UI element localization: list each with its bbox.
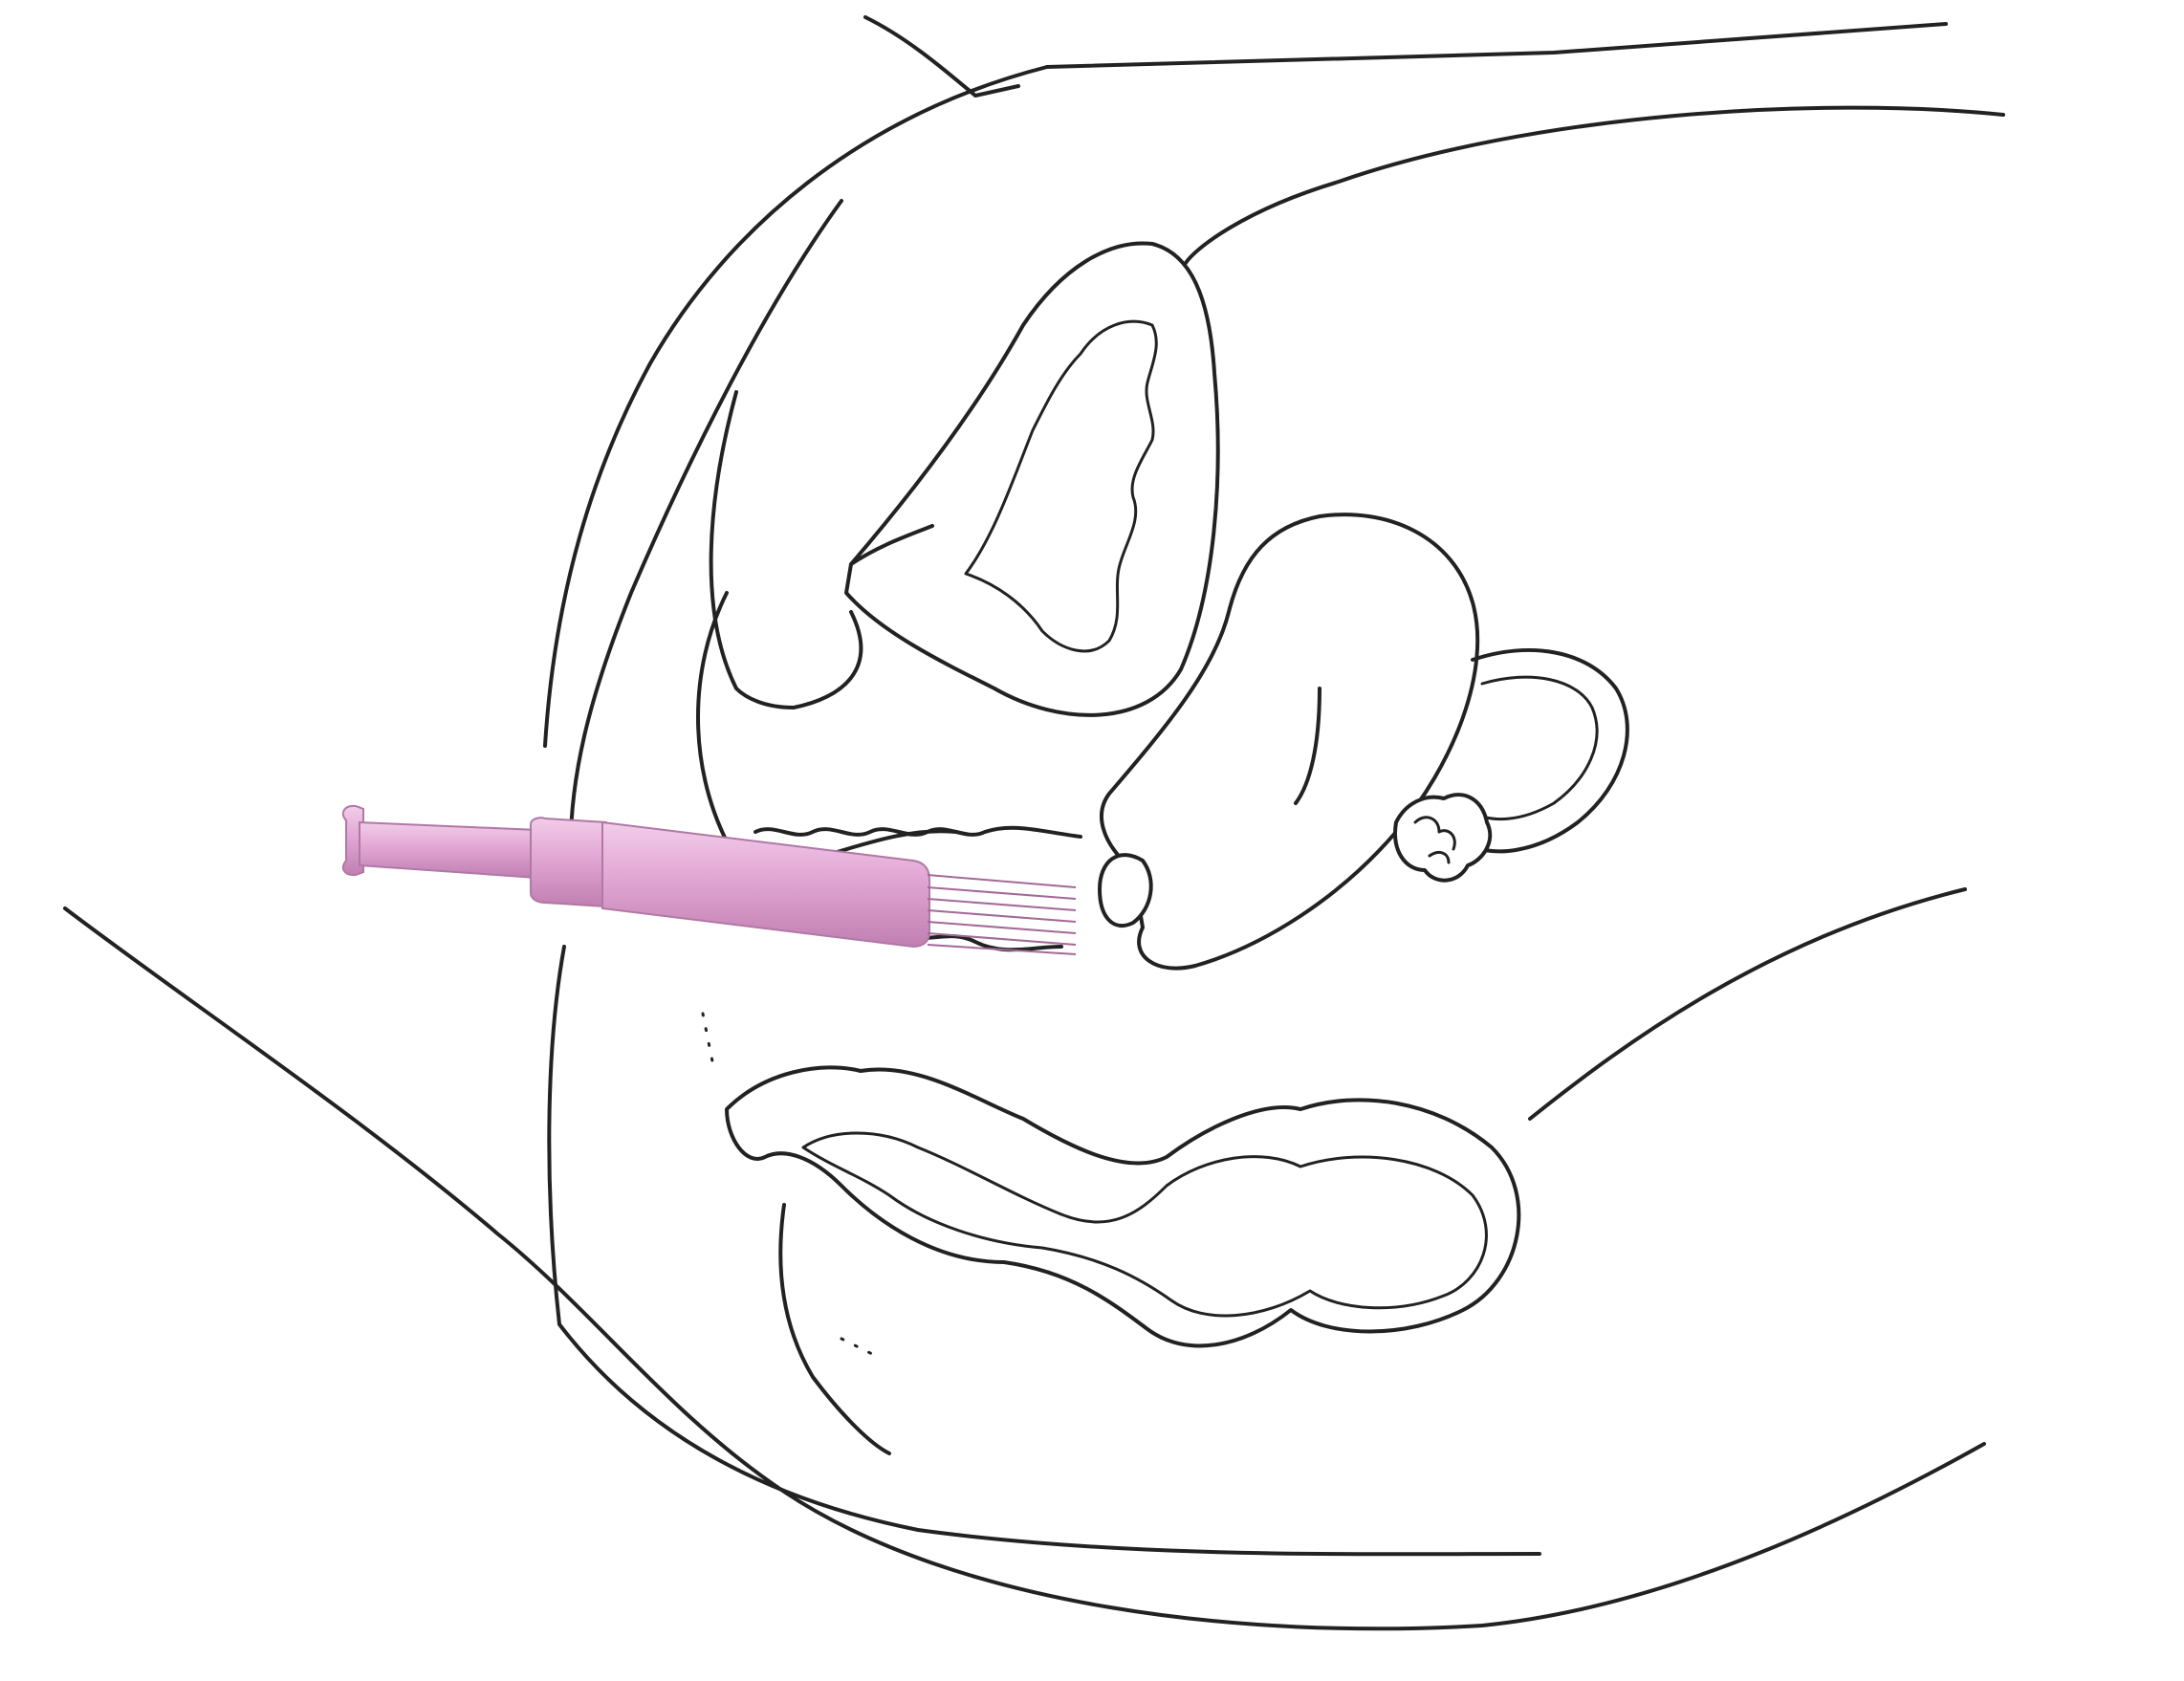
uterus-cavity bbox=[1294, 687, 1321, 805]
bladder-neck-dark bbox=[849, 524, 934, 566]
anterior-inner-curve bbox=[568, 199, 843, 882]
sampling-device bbox=[341, 804, 1077, 955]
vaginal-anterior-contour bbox=[709, 390, 863, 710]
abdominal-wall-lower-line bbox=[543, 65, 1049, 748]
vaginal-upper-wall bbox=[753, 825, 1082, 839]
needle-7 bbox=[927, 944, 1077, 955]
pubic-dark-edge bbox=[863, 15, 1020, 98]
uterus bbox=[1098, 513, 1480, 971]
uterus-body bbox=[1100, 513, 1480, 971]
device-needles bbox=[927, 874, 1077, 955]
needle-6 bbox=[927, 932, 1077, 946]
rectum-inner-lumen bbox=[801, 1131, 1488, 1318]
buttock-outer-line bbox=[63, 906, 1986, 1631]
fallopian-tube-inner bbox=[1471, 675, 1599, 821]
anal-canal bbox=[778, 1203, 891, 1455]
abdominal-wall-upper-line bbox=[1045, 22, 1948, 69]
ovary bbox=[1393, 793, 1493, 883]
device-handle-cap bbox=[341, 804, 364, 877]
rectum bbox=[701, 1012, 1521, 1455]
device-collar bbox=[530, 817, 607, 908]
device-handle bbox=[359, 820, 538, 880]
cervix bbox=[1098, 853, 1153, 928]
needle-5 bbox=[927, 921, 1077, 934]
adnexa bbox=[1393, 648, 1629, 883]
bladder bbox=[844, 241, 1220, 717]
device-barrel bbox=[601, 820, 930, 949]
posterior-wall-line bbox=[1528, 887, 1967, 1121]
bladder-inner-lumen bbox=[964, 319, 1158, 653]
needle-1 bbox=[927, 874, 1077, 888]
ovary-texture bbox=[1413, 816, 1456, 864]
needle-2 bbox=[927, 886, 1077, 900]
needle-4 bbox=[927, 909, 1077, 923]
bladder-outer bbox=[844, 241, 1220, 717]
body-outline bbox=[63, 15, 2005, 1631]
perineum-line bbox=[547, 945, 1541, 1557]
peritoneum-upper-line bbox=[1184, 105, 2005, 265]
needle-3 bbox=[927, 898, 1077, 911]
rectum-outer bbox=[725, 1065, 1521, 1348]
fallopian-tube bbox=[1461, 648, 1629, 854]
